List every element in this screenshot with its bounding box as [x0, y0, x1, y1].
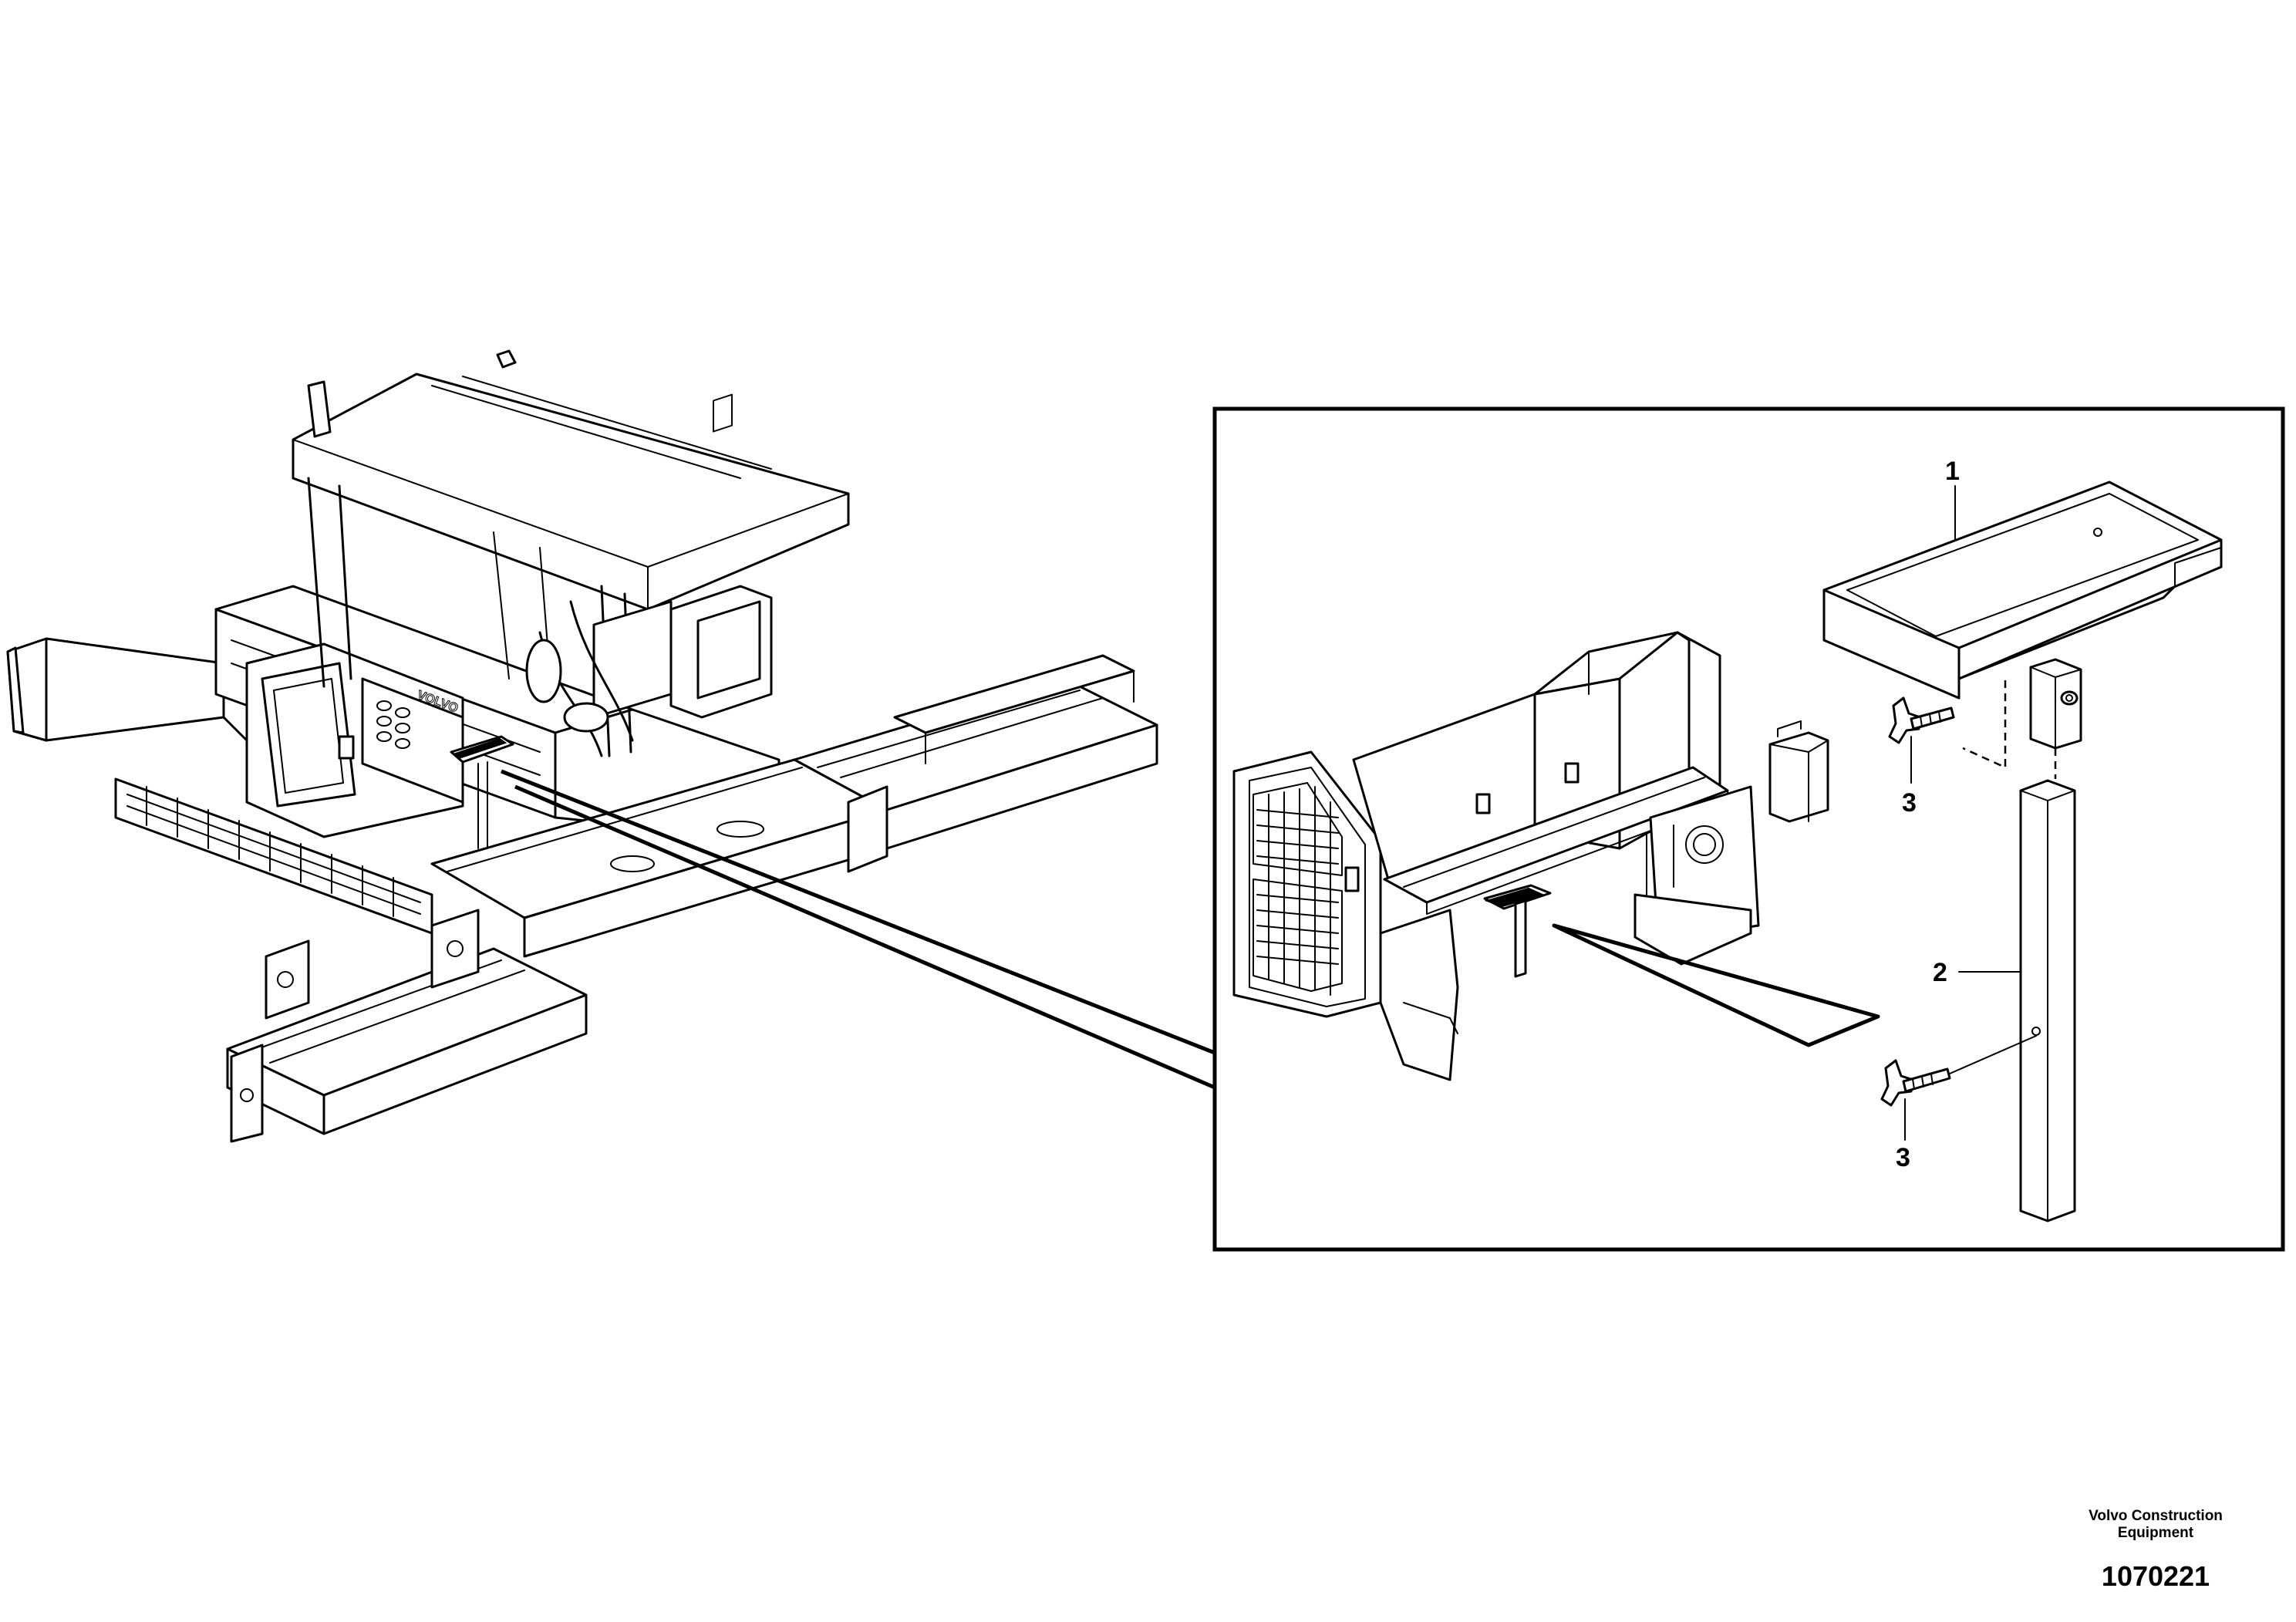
track-assembly [114, 777, 433, 935]
callout-2: 2 [1933, 958, 1947, 987]
frame-brackets [265, 785, 888, 1020]
tray-location-marker [450, 735, 514, 849]
hydraulic-lines [525, 600, 634, 757]
control-box [592, 393, 773, 719]
detail-floor [1383, 766, 1729, 915]
screed-extension-right [793, 654, 1158, 850]
canopy-roof [292, 349, 850, 611]
callout-3-lower: 3 [1896, 1143, 1910, 1172]
detail-lower-panels [1379, 785, 1760, 1081]
drawing-number: 1070221 [2101, 1560, 2210, 1592]
footer-company: Volvo Construction Equipment [2089, 1508, 2223, 1541]
part-tray [1822, 481, 2223, 700]
operator-console: VOLVO [245, 642, 464, 838]
exhaust-stack [307, 380, 332, 438]
alignment-dashes [1962, 680, 2057, 779]
console-buttons [376, 700, 410, 749]
wing-screw-upper [1888, 696, 1955, 744]
detail-tray-marker [1483, 884, 1552, 978]
paver-machine-illustration: VOLVO [6, 349, 1158, 1143]
detail-small-box [1768, 720, 1829, 823]
part-tray-stub [2029, 658, 2082, 750]
grille-door [1232, 750, 1382, 1018]
detail-leader-arrow [1552, 923, 1880, 1047]
wing-screw-lower [1880, 1035, 2037, 1107]
screed-extension-left [226, 947, 588, 1143]
part-post [2019, 779, 2076, 1222]
detail-leader-lines [501, 769, 1215, 1090]
detail-console-view [1232, 631, 1829, 1081]
callout-leaders [1904, 485, 2021, 1141]
callout-3-upper: 3 [1902, 788, 1917, 818]
callout-1: 1 [1945, 457, 1960, 486]
